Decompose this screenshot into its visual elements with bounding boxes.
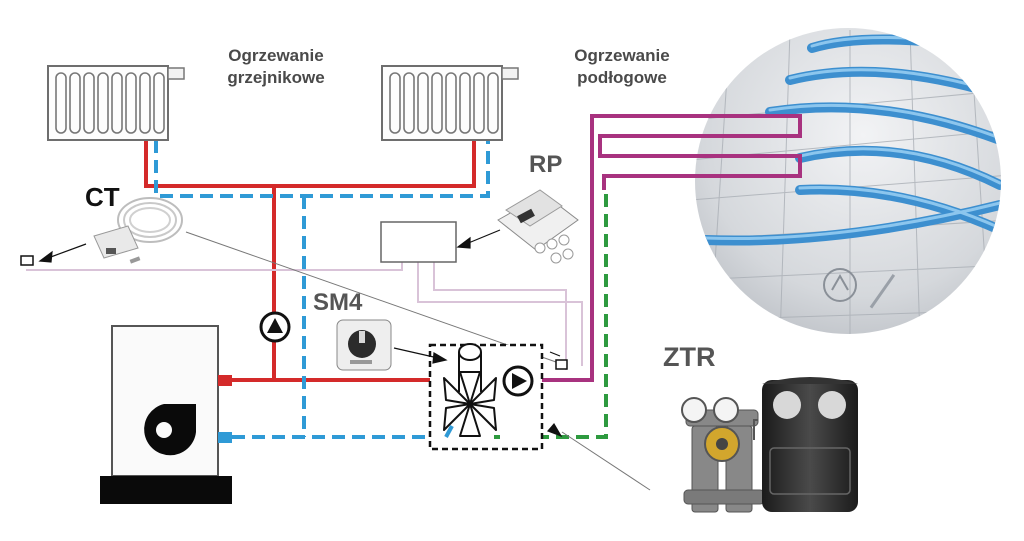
floor-heating-label-2: podłogowe — [577, 68, 667, 87]
manufacturer-logo-mark — [823, 268, 896, 309]
radiator-return-pipe — [154, 140, 490, 439]
mixing-valve-icon — [443, 371, 497, 437]
radiator-pump-icon — [259, 311, 291, 343]
valve-actuator-photo — [336, 319, 392, 371]
mixing-valve-assembly — [428, 343, 568, 451]
floor-heating-photo — [695, 28, 1001, 334]
radiator-right — [381, 65, 519, 141]
rp-label: RP — [529, 151, 562, 178]
insulation-shell — [762, 377, 858, 512]
boiler-fan-icon — [144, 404, 196, 456]
radiator-supply-pipe — [144, 140, 476, 382]
outdoor-sensor-icon — [20, 255, 34, 266]
room-panel-photo — [497, 189, 579, 264]
room-thermostat-photo — [93, 197, 183, 264]
ct-label: CT — [85, 182, 120, 212]
radiator-heating-label-2: grzejnikowe — [227, 68, 324, 87]
signal-wires — [26, 262, 583, 370]
floor-supply-pipe — [520, 114, 802, 382]
temperature-sensor-icon — [555, 359, 568, 370]
mixing-group-photo — [681, 377, 858, 513]
pointer-arrows — [38, 229, 563, 438]
floor-pump-icon — [502, 365, 534, 397]
radiator-heating-label-1: Ogrzewanie — [228, 46, 323, 65]
boiler — [100, 325, 232, 504]
ztr-label: ZTR — [663, 342, 715, 372]
floor-return-pipe — [500, 194, 608, 439]
leader-lines — [185, 231, 651, 491]
radiator-left — [47, 65, 185, 141]
floor-heating-label-1: Ogrzewanie — [574, 46, 669, 65]
controller-box — [380, 221, 457, 263]
sm4-label: SM4 — [313, 289, 363, 316]
